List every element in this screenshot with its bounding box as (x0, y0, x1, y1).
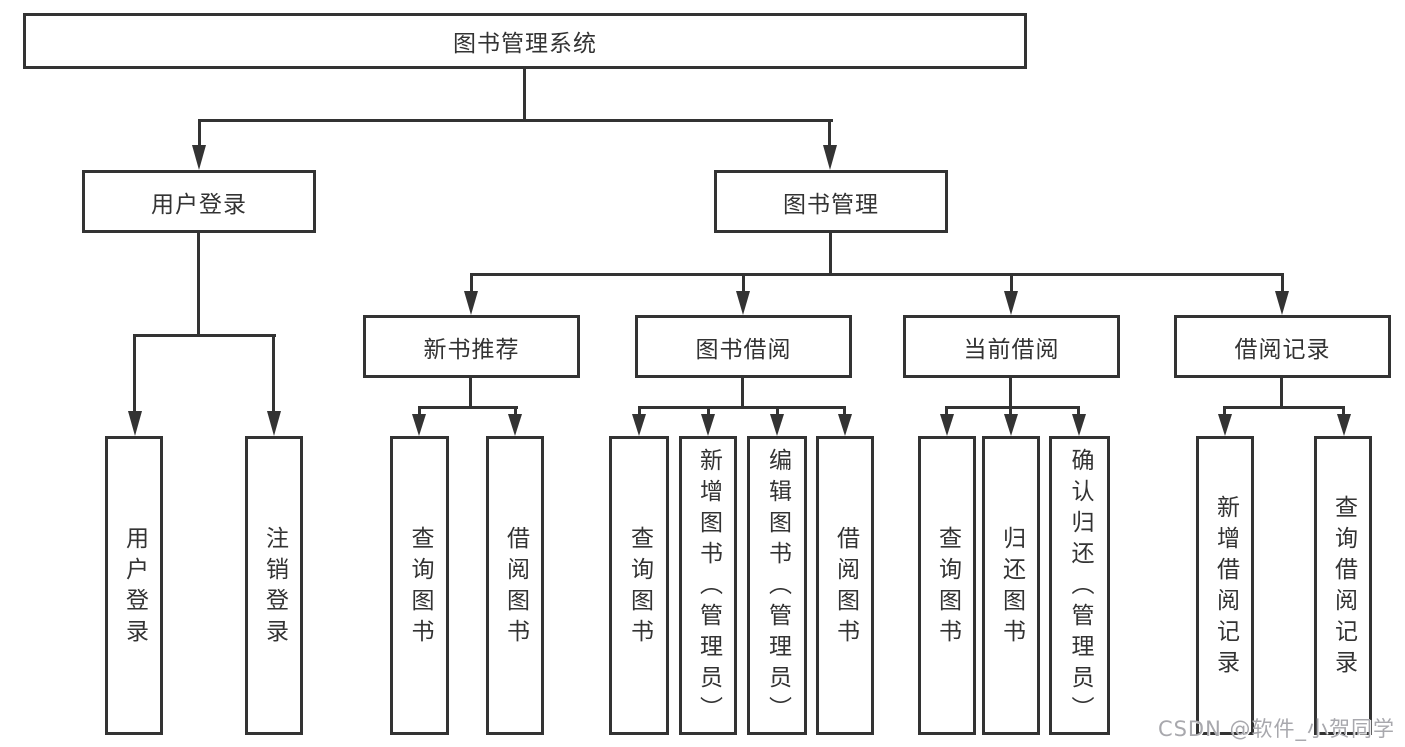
leaf-query-books-borrow: 查询图书 (609, 436, 669, 735)
connector-line (1077, 406, 1080, 415)
connector-line (828, 119, 831, 147)
node-label: 查询图书 (626, 525, 653, 650)
node-current-borrowing: 当前借阅 (903, 315, 1120, 378)
arrow-down-icon (1004, 291, 1018, 315)
connector-line (741, 377, 744, 408)
connector-line (945, 406, 948, 415)
connector-rail (945, 406, 1080, 409)
arrow-down-icon (1275, 291, 1289, 315)
node-new-book-recommendation: 新书推荐 (363, 315, 580, 378)
connector-line (514, 406, 517, 415)
connector-line (1223, 406, 1226, 415)
arrow-down-icon (770, 414, 784, 436)
connector-rail (198, 119, 833, 122)
leaf-query-books-current: 查询图书 (918, 436, 976, 735)
connector-line (707, 406, 710, 415)
connector-rail (1223, 406, 1345, 409)
connector-line (742, 273, 745, 292)
node-label: 新增借阅记录 (1212, 494, 1239, 681)
connector-line (469, 377, 472, 408)
leaf-query-books-recommend: 查询图书 (390, 436, 449, 735)
leaf-borrow-books: 借阅图书 (816, 436, 874, 735)
node-label: 当前借阅 (963, 336, 1060, 363)
connector-line (523, 69, 526, 121)
node-book-borrowing: 图书借阅 (635, 315, 852, 378)
leaf-return-books: 归还图书 (982, 436, 1040, 735)
node-user-login-branch: 用户登录 (82, 170, 316, 233)
connector-rail (418, 406, 518, 409)
leaf-add-borrow-record: 新增借阅记录 (1196, 436, 1254, 735)
connector-line (197, 233, 200, 337)
node-label: 注销登录 (261, 525, 288, 650)
arrow-down-icon (736, 291, 750, 315)
node-label: 查询借阅记录 (1330, 494, 1357, 681)
node-library-management-system: 图书管理系统 (23, 13, 1027, 69)
leaf-query-borrow-record: 查询借阅记录 (1314, 436, 1372, 735)
arrow-down-icon (267, 411, 281, 436)
connector-line (638, 406, 641, 415)
arrow-down-icon (464, 291, 478, 315)
node-label: 借阅记录 (1234, 336, 1331, 363)
connector-line (843, 406, 846, 415)
connector-rail (638, 406, 846, 409)
arrow-down-icon (940, 414, 954, 436)
connector-line (272, 334, 275, 413)
connector-rail (133, 334, 276, 337)
node-label: 新增图书（管理员） (695, 448, 722, 727)
arrow-down-icon (1072, 414, 1086, 436)
node-label: 新书推荐 (423, 336, 520, 363)
arrow-down-icon (1218, 414, 1232, 436)
arrow-down-icon (128, 411, 142, 436)
leaf-logout: 注销登录 (245, 436, 303, 735)
leaf-add-books-admin: 新增图书（管理员） (679, 436, 737, 735)
connector-rail (470, 273, 1284, 276)
node-label: 查询图书 (934, 525, 961, 650)
node-label: 图书管理 (783, 191, 879, 218)
arrow-down-icon (632, 414, 646, 436)
node-label: 借阅图书 (832, 525, 859, 650)
node-label: 图书管理系统 (453, 31, 597, 57)
node-label: 图书借阅 (695, 336, 792, 363)
connector-line (198, 119, 201, 147)
arrow-down-icon (192, 145, 206, 170)
connector-line (1010, 273, 1013, 292)
node-label: 用户登录 (121, 525, 148, 650)
connector-line (470, 273, 473, 292)
connector-line (829, 233, 832, 275)
leaf-borrow-books-recommend: 借阅图书 (486, 436, 544, 735)
arrow-down-icon (1004, 414, 1018, 436)
arrow-down-icon (508, 414, 522, 436)
leaf-edit-books-admin: 编辑图书（管理员） (747, 436, 807, 735)
connector-line (133, 334, 136, 413)
connector-line (1009, 377, 1012, 408)
arrow-down-icon (701, 414, 715, 436)
csdn-watermark: CSDN @软件_小贺同学 (1157, 717, 1395, 741)
leaf-user-login: 用户登录 (105, 436, 163, 735)
arrow-down-icon (412, 414, 426, 436)
arrow-down-icon (823, 145, 837, 170)
connector-line (1342, 406, 1345, 415)
connector-line (1009, 406, 1012, 415)
node-label: 编辑图书（管理员） (764, 448, 791, 727)
connector-line (1280, 377, 1283, 408)
node-book-management: 图书管理 (714, 170, 948, 233)
node-label: 查询图书 (407, 525, 433, 650)
node-label: 确认归还（管理员） (1067, 448, 1093, 727)
leaf-confirm-return-admin: 确认归还（管理员） (1049, 436, 1110, 735)
node-label: 用户登录 (151, 191, 247, 218)
connector-line (776, 406, 779, 415)
arrow-down-icon (838, 414, 852, 436)
node-borrowing-records: 借阅记录 (1174, 315, 1391, 378)
connector-line (1281, 273, 1284, 292)
node-label: 借阅图书 (502, 525, 529, 650)
arrow-down-icon (1337, 414, 1351, 436)
connector-line (418, 406, 421, 415)
node-label: 归还图书 (998, 525, 1025, 650)
